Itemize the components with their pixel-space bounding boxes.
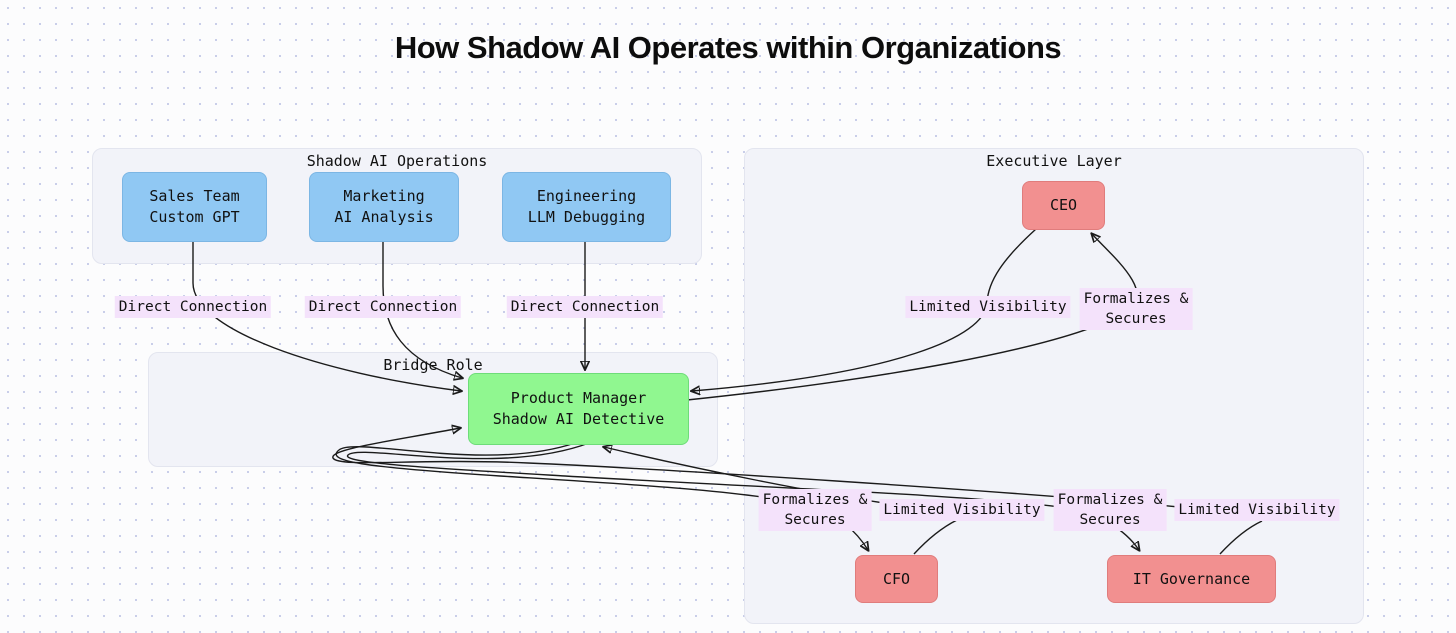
edge-it-governance-to-pm (332, 428, 1180, 508)
edge-sales-to-pm (192, 240, 461, 391)
edge-label-limited-visibility-ceo: Limited Visibility (905, 296, 1071, 318)
edge-label-direct-connection-sales: Direct Connection (114, 296, 272, 318)
node-it-governance: IT Governance (1107, 555, 1276, 603)
node-marketing-ai-analysis: Marketing AI Analysis (309, 172, 459, 242)
edge-pm-to-it-governance (346, 442, 1139, 550)
node-product-manager-shadow-ai-detective: Product Manager Shadow AI Detective (468, 373, 689, 445)
edge-marketing-to-pm (382, 240, 462, 378)
container-bridge-role-label: Bridge Role (383, 356, 483, 374)
edge-label-direct-connection-engineering: Direct Connection (506, 296, 664, 318)
container-shadow-ai-operations-label: Shadow AI Operations (306, 152, 488, 170)
node-engineering-llm-debugging: Engineering LLM Debugging (502, 172, 671, 242)
container-executive-layer-label: Executive Layer (986, 152, 1122, 170)
edge-pm-to-ceo (686, 234, 1138, 401)
edge-label-formalizes-secures-ceo: Formalizes & Secures (1079, 288, 1193, 330)
edge-label-limited-visibility-it-governance: Limited Visibility (1174, 499, 1340, 521)
edge-label-limited-visibility-cfo: Limited Visibility (879, 499, 1045, 521)
node-cfo: CFO (855, 555, 938, 603)
edge-it-governance-to-pm-stub (1219, 520, 1263, 555)
edge-label-formalizes-secures-cfo: Formalizes & Secures (758, 489, 872, 531)
node-ceo: CEO (1022, 181, 1105, 230)
page-title: How Shadow AI Operates within Organizati… (394, 30, 1062, 65)
edge-ceo-to-pm (692, 228, 1037, 391)
edge-label-direct-connection-marketing: Direct Connection (304, 296, 462, 318)
edge-cfo-to-pm-stub (913, 519, 958, 555)
edge-label-formalizes-secures-it-governance: Formalizes & Secures (1053, 489, 1167, 531)
node-sales-team-custom-gpt: Sales Team Custom GPT (122, 172, 267, 242)
